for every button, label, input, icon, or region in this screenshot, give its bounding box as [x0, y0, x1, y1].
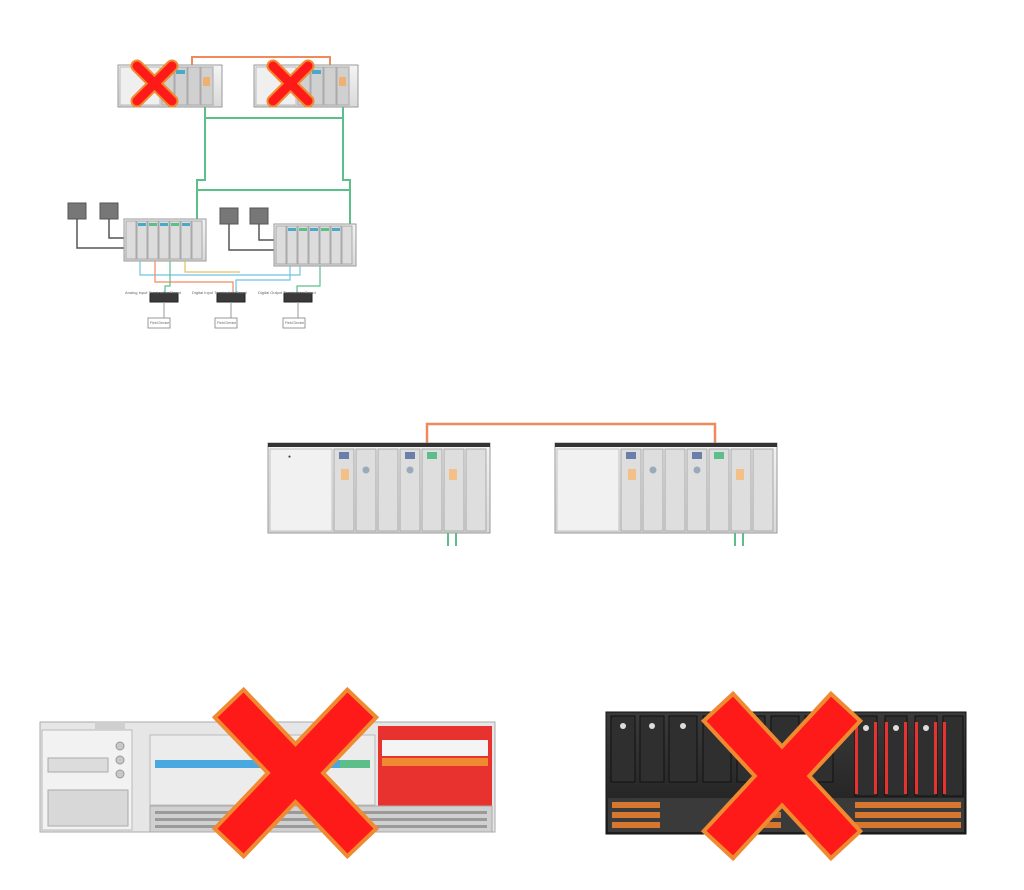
chassis-brand-mark: ●	[288, 454, 291, 460]
label-field-device-1: Field Device	[150, 321, 169, 325]
redundancy-link	[425, 422, 717, 445]
reject-x-icon	[266, 59, 315, 108]
redundancy-link	[191, 56, 331, 68]
field-device-icons	[67, 202, 269, 225]
reject-x-icon	[211, 686, 380, 860]
middle-redundant-controllers: ●	[267, 422, 778, 546]
label-field-device-3: Field Device	[285, 321, 304, 325]
controller-chassis-right	[554, 442, 778, 534]
label-digital-output-board: Digital Output Termination Board	[258, 290, 316, 295]
controller-chassis-left: ●	[267, 442, 491, 534]
label-analog-input-board: Analog Input Termination Board	[125, 290, 181, 295]
io-chassis-2	[273, 223, 357, 267]
reject-x-icon	[700, 690, 864, 862]
io-chassis-1	[123, 218, 207, 262]
reject-x-icon	[130, 59, 179, 108]
label-field-device-2: Field Device	[217, 321, 236, 325]
top-redundant-system: Analog Input Termination Board Digital I…	[67, 56, 359, 329]
field-device-boxes	[147, 302, 306, 329]
label-digital-input-board: Digital Input Termination Board	[192, 290, 247, 295]
io-wiring	[139, 261, 321, 293]
network-drop-left	[447, 533, 457, 546]
network-drop-right	[734, 533, 744, 546]
device-cables	[76, 219, 275, 251]
network-links	[196, 106, 351, 228]
